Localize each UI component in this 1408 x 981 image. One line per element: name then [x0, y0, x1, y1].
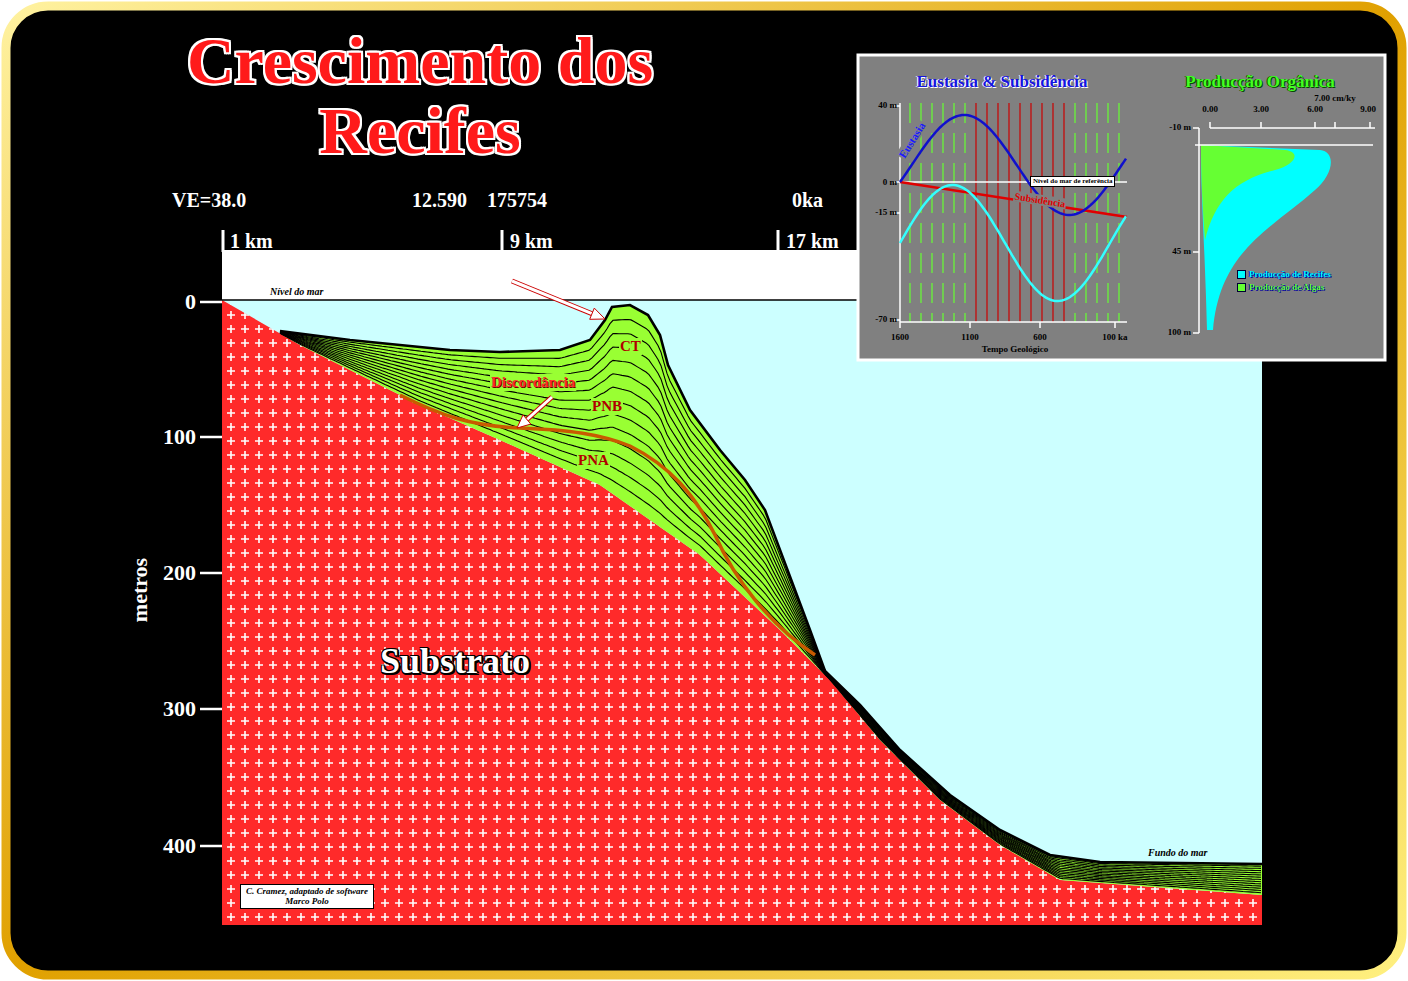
axis-value: 45 m — [1172, 247, 1191, 257]
chart-title: Eustasia & Subsidência — [917, 73, 1088, 92]
reef-sediments — [280, 305, 1262, 895]
seafloor-label: Fundo do mar — [1148, 847, 1207, 858]
time-line — [1118, 103, 1119, 322]
growth-layer — [280, 333, 1261, 890]
axis-value: 100 m — [1168, 328, 1191, 338]
axis-title: Tempo Geológico — [982, 345, 1048, 355]
time-line — [942, 103, 943, 322]
axis-value: 1100 — [961, 333, 979, 343]
box-text: Nível do mar de referência — [1033, 177, 1112, 185]
axis-value: 300 — [163, 697, 196, 721]
unit-label: CT — [619, 338, 642, 355]
unconformity-label: Discordância — [490, 374, 576, 391]
time-line — [1019, 103, 1020, 322]
axis-value: 3.00 — [1253, 105, 1269, 115]
time-line — [1052, 103, 1053, 322]
ruler-text: 12.590 — [412, 189, 467, 211]
chart-title: Producção Orgânica — [1185, 73, 1334, 92]
growth-layer — [280, 332, 1261, 875]
growth-layer — [280, 333, 1261, 892]
axis-value: 600 — [1033, 333, 1047, 343]
box-text: C. Cramez, adaptado de software Marco Po… — [244, 886, 370, 907]
ruler-text: 0ka — [792, 189, 823, 211]
substrate — [222, 300, 1262, 925]
axis-value: 400 — [163, 834, 196, 858]
growth-layer — [280, 333, 1261, 884]
time-line — [1008, 103, 1009, 322]
unit-label: PNA — [577, 452, 610, 469]
leader-arrow — [517, 397, 552, 428]
time-line — [1041, 103, 1042, 322]
growth-layer — [280, 332, 1261, 879]
time-line — [953, 103, 954, 322]
time-line — [1074, 103, 1075, 322]
legend-row: Producção de Algas — [1237, 283, 1324, 293]
axis-value: 40 m — [878, 101, 897, 111]
growth-layer — [280, 332, 1261, 873]
inset-panel — [858, 55, 1385, 360]
credit-box: C. Cramez, adaptado de software Marco Po… — [240, 884, 374, 909]
reef-surface — [280, 305, 1262, 864]
axis-value: 0 m — [883, 178, 897, 188]
axis-value: -10 m — [1169, 123, 1191, 133]
axis-value: 1600 — [891, 333, 909, 343]
water — [222, 300, 1262, 925]
unconformity-line — [400, 395, 815, 655]
axis-value: 0.00 — [1202, 105, 1218, 115]
axis-title: metros — [128, 558, 152, 622]
time-line — [1063, 103, 1064, 322]
time-line — [997, 103, 998, 322]
time-line — [1085, 103, 1086, 322]
growth-layer — [280, 333, 1261, 886]
axis-value: -15 m — [875, 208, 897, 218]
unit-label: PNB — [591, 398, 623, 415]
legend-swatch — [1237, 283, 1246, 292]
reference-box: Nível do mar de referência — [1030, 176, 1115, 187]
growth-layer — [280, 332, 1261, 877]
leader-arrow — [512, 281, 605, 319]
axis-value: 6.00 — [1307, 105, 1323, 115]
axis-value: 9.00 — [1360, 105, 1376, 115]
time-line — [975, 103, 976, 322]
diagram-title: Crescimento dos Recifes — [130, 26, 710, 166]
sea-level-label: Nível do mar — [270, 286, 323, 297]
eustasy-curve — [900, 115, 1126, 215]
scale-label: 9 km — [510, 230, 553, 252]
substrate-label: Substrato — [380, 642, 530, 682]
legend-text: Producção de Algas — [1249, 283, 1324, 293]
legend-text: Producção de Recifes — [1249, 270, 1331, 280]
axis-ticks — [200, 302, 222, 846]
legend-swatch — [1237, 270, 1246, 279]
ruler-text: VE=38.0 — [172, 189, 246, 211]
sediment-body — [280, 305, 1262, 895]
scale-label: 17 km — [786, 230, 839, 252]
growth-layer — [280, 333, 1261, 888]
time-line — [1030, 103, 1031, 322]
axis-value: 7.00 cm/ky — [1314, 94, 1356, 104]
axis-value: -70 m — [875, 315, 897, 325]
scale-label: 1 km — [230, 230, 273, 252]
scale-ticks — [223, 230, 778, 252]
axis-value: 200 — [163, 561, 196, 585]
ruler-text: 175754 — [487, 189, 547, 211]
axis-value: 100 — [163, 425, 196, 449]
axis-value: 0 — [185, 290, 196, 314]
time-line — [1107, 103, 1108, 322]
time-line — [964, 103, 965, 322]
legend-row: Producção de Recifes — [1237, 270, 1331, 280]
frame — [6, 6, 1402, 975]
axis-value: 100 ka — [1102, 333, 1127, 343]
